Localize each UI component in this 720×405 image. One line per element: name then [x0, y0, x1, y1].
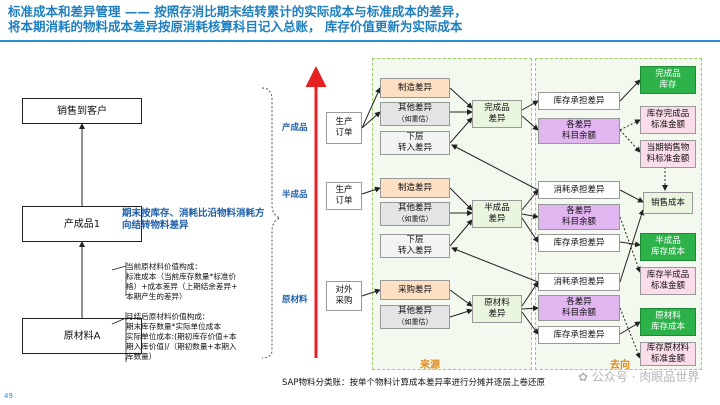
product-box: 产成品1: [22, 206, 142, 242]
manufacturing-variance-1: 制造差异: [380, 78, 450, 98]
sold-standard-amount: 当期销售物 料标准金额: [640, 140, 696, 168]
inventory-borne-variance-1: 库存承担差异: [538, 92, 620, 110]
destination-zone-label: 去向: [610, 360, 630, 371]
variance-account-balance-3: 各差异 科目余额: [538, 295, 620, 321]
finished-goods-inventory: 完成品 库存: [640, 66, 696, 94]
page-title: 标准成本和差异管理 —— 按照存消比期末结转累计的实际成本与标准成本的差异， 将…: [8, 4, 713, 34]
semi-finished-standard-amount: 库存半成品 标准金额: [640, 267, 696, 295]
watermark-text: 公众号 · 肉眼品世界: [591, 370, 700, 384]
source-zone-label: 来源: [420, 360, 440, 371]
month-end-value-note: 月结后原材料价值构成： 期末库存数量*实际单位成本 实际单位成本:(期初库存价值…: [126, 312, 237, 361]
finished-goods-variance: 完成品 差异: [472, 100, 522, 128]
consumption-borne-variance-3: 消耗承担差异: [538, 273, 620, 291]
purchase-order: 对外 采购: [326, 281, 362, 311]
variance-account-balance-1: 各差异 科目余额: [538, 118, 620, 144]
title-line-1: 标准成本和差异管理 —— 按照存消比期末结转累计的实际成本与标准成本的差异，: [8, 4, 467, 19]
lower-transfer-variance-1: 下层 转入差异: [380, 131, 450, 155]
customer-box: 销售到客户: [22, 98, 142, 124]
purchase-variance: 采购差异: [380, 280, 450, 300]
consumption-borne-variance-2: 消耗承担差异: [538, 181, 620, 199]
watermark-icon: ✿: [578, 370, 592, 384]
customer-label: 销售到客户: [57, 105, 107, 117]
inventory-borne-variance-3: 库存承担差异: [538, 326, 620, 344]
variance-account-balance-2: 各差异 科目余额: [538, 204, 620, 230]
footer-caption: SAP物料分类账：按单个物料计算成本差异率进行分摊并逐层上卷还原: [282, 378, 545, 388]
stage-raw: 原材料: [282, 295, 308, 305]
brace-dotted: [261, 87, 282, 359]
transfer-direction-note: 期末按库存、消耗比沿物料消耗方向结转物料差异: [122, 208, 265, 231]
cost-of-goods-sold: 销售成本: [643, 192, 693, 214]
watermark: ✿ 公众号 · 肉眼品世界: [578, 368, 699, 385]
raw-material-standard-amount: 库存原材料 标准金额: [640, 342, 696, 366]
title-divider: [0, 40, 720, 42]
stage-finished: 产成品: [282, 123, 308, 133]
raw-material-inventory-cost: 原材料 库存成本: [640, 308, 696, 336]
lower-transfer-variance-2: 下层 转入差异: [380, 234, 450, 258]
production-order-1: 生产 订单: [326, 112, 362, 144]
raw-material-label: 原材料A: [63, 330, 101, 342]
manufacturing-variance-2: 制造差异: [380, 178, 450, 198]
semi-finished-inventory-cost: 半成品 库存成本: [640, 233, 696, 261]
finished-goods-standard-amount: 库存完成品 标准金额: [640, 106, 696, 134]
stage-semi: 半成品: [282, 190, 308, 200]
current-value-note: 当前原材料价值构成： 标准成本（当前库存数量*标准价 格）+成本差异（上期结余差…: [126, 262, 238, 301]
product-label: 产成品1: [63, 218, 101, 230]
production-order-2: 生产 订单: [326, 182, 362, 210]
semi-finished-variance: 半成品 差异: [472, 200, 522, 228]
raw-material-box: 原材料A: [22, 318, 142, 354]
other-variance-1: 其他差异 （如重估）: [380, 102, 450, 126]
title-line-2: 将本期消耗的物料成本差异按原消耗核算科目记入总账， 库存价值更新为实际成本: [8, 19, 463, 34]
page-number: 49: [4, 392, 13, 400]
other-variance-3: 其他差异 （如重估）: [380, 305, 450, 329]
other-variance-2: 其他差异 （如重估）: [380, 202, 450, 226]
raw-material-variance: 原材料 差异: [472, 295, 522, 323]
inventory-borne-variance-2: 库存承担差异: [538, 234, 620, 252]
